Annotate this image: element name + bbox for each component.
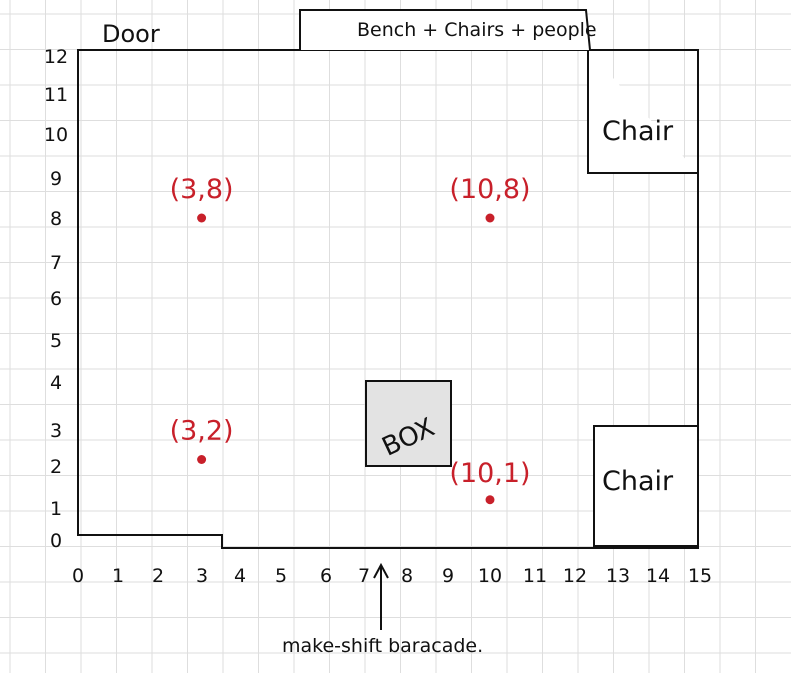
y-tick-label: 4 — [50, 372, 62, 394]
x-tick-label: 0 — [72, 565, 84, 587]
chair-top-label: Chair — [602, 116, 674, 147]
x-tick-label: 2 — [152, 565, 164, 587]
y-tick-label: 10 — [44, 124, 68, 146]
bench-area — [299, 9, 591, 51]
chair-top-outline — [587, 50, 698, 174]
y-tick-label: 3 — [50, 420, 62, 442]
room-wall — [77, 49, 699, 549]
x-tick-label: 6 — [320, 565, 332, 587]
y-tick-label: 5 — [50, 330, 62, 352]
y-tick-label: 11 — [44, 84, 68, 106]
box — [365, 380, 452, 467]
door-label: Door — [102, 20, 160, 48]
barricade-label: make-shift baracade. — [282, 635, 483, 657]
point-marker — [197, 213, 207, 223]
x-tick-label: 12 — [563, 565, 587, 587]
y-tick-label: 1 — [50, 498, 62, 520]
y-tick-label: 2 — [50, 456, 62, 478]
chair-bottom-label: Chair — [602, 466, 674, 497]
x-tick-label: 5 — [275, 565, 287, 587]
chair-bottom-dashed-edge — [640, 460, 699, 547]
bench-label: Bench + Chairs + people — [357, 19, 597, 41]
y-tick-label: 9 — [50, 168, 62, 190]
room-outline — [77, 49, 699, 549]
y-tick-label: 8 — [50, 208, 62, 230]
x-tick-label: 15 — [688, 565, 712, 587]
x-tick-label: 13 — [606, 565, 630, 587]
point-label: (3,2) — [170, 416, 234, 447]
point-label: (10,1) — [449, 458, 530, 489]
point-marker — [485, 495, 495, 505]
x-tick-label: 7 — [358, 565, 370, 587]
y-tick-label: 7 — [50, 252, 62, 274]
y-tick-label: 12 — [44, 46, 68, 68]
x-tick-label: 9 — [442, 565, 454, 587]
barricade-arrow — [373, 562, 389, 630]
chair-bottom-outline — [593, 425, 699, 547]
x-tick-label: 10 — [478, 565, 502, 587]
x-tick-label: 14 — [646, 565, 670, 587]
point-label: (3,8) — [170, 174, 234, 205]
x-tick-label: 3 — [196, 565, 208, 587]
point-marker — [197, 455, 207, 464]
point-label: (10,8) — [449, 174, 530, 205]
point-markers: (3,8) (10,8) (3,2) (10,1) — [170, 174, 531, 505]
point-marker — [485, 213, 495, 223]
y-tick-label: 0 — [50, 530, 62, 552]
x-tick-label: 1 — [112, 565, 124, 587]
x-tick-label: 11 — [523, 565, 547, 587]
y-tick-label: 6 — [50, 288, 62, 310]
x-tick-label: 8 — [401, 565, 413, 587]
x-tick-label: 4 — [234, 565, 246, 587]
